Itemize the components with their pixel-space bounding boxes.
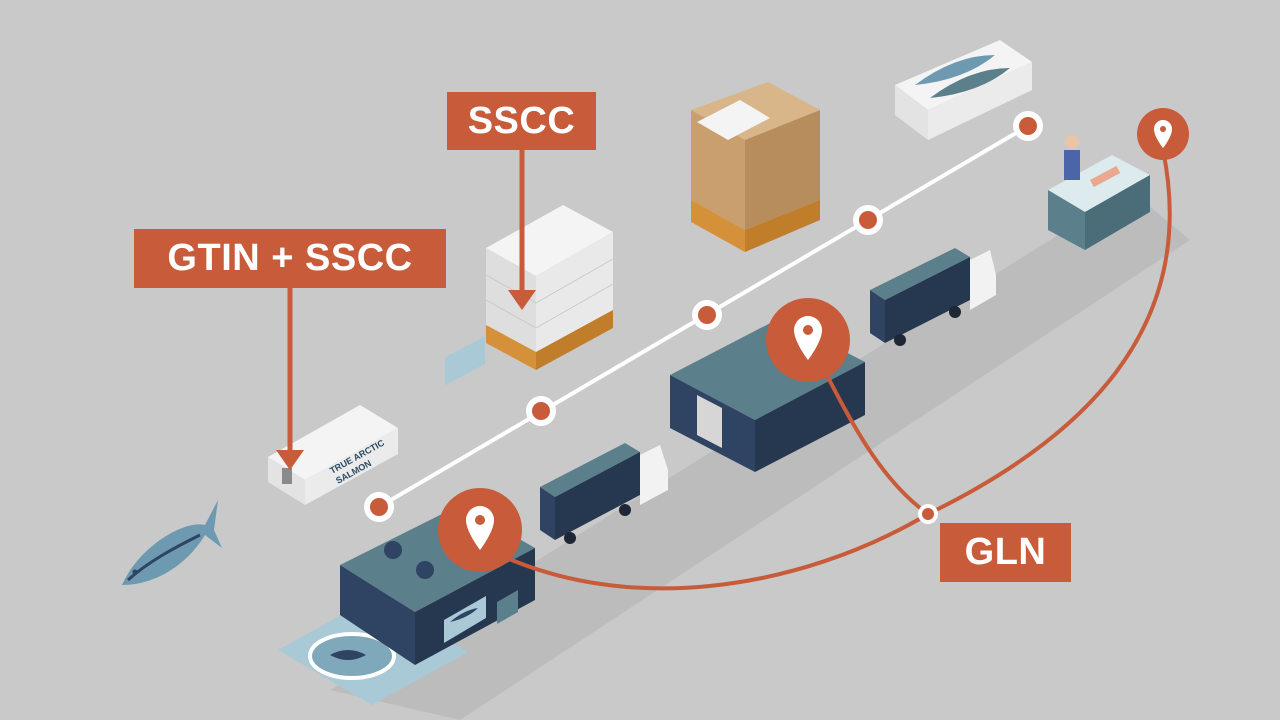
timeline-dot-core (1019, 117, 1037, 135)
sscc-label: SSCC (447, 92, 596, 150)
gln-junction-core (922, 508, 934, 520)
gtin-arrow (276, 288, 304, 470)
fish-counter-icon (1048, 135, 1150, 250)
sscc-arrow (508, 150, 536, 310)
salmon-icon (122, 500, 222, 585)
gln-label: GLN (940, 523, 1071, 582)
timeline-dots (364, 111, 1043, 522)
truck-icon (540, 443, 668, 544)
gln-route-1 (479, 512, 930, 591)
timeline-dot-core (698, 306, 716, 324)
pallet-icon (691, 82, 820, 252)
fish-box-icon (895, 40, 1032, 140)
white-pallet-icon (485, 205, 614, 370)
truck-icon-2 (870, 248, 996, 346)
gln-route-2 (816, 357, 930, 516)
gln-route-3 (927, 149, 1172, 516)
gtin-sscc-label: GTIN + SSCC (134, 229, 446, 288)
timeline-dot-core (532, 402, 550, 420)
location-pin-icon (438, 488, 522, 572)
timeline-dot-core (859, 211, 877, 229)
location-pin-icon-2 (766, 298, 850, 382)
location-pin-icon-3 (1137, 108, 1189, 160)
timeline-dot-core (370, 498, 388, 516)
